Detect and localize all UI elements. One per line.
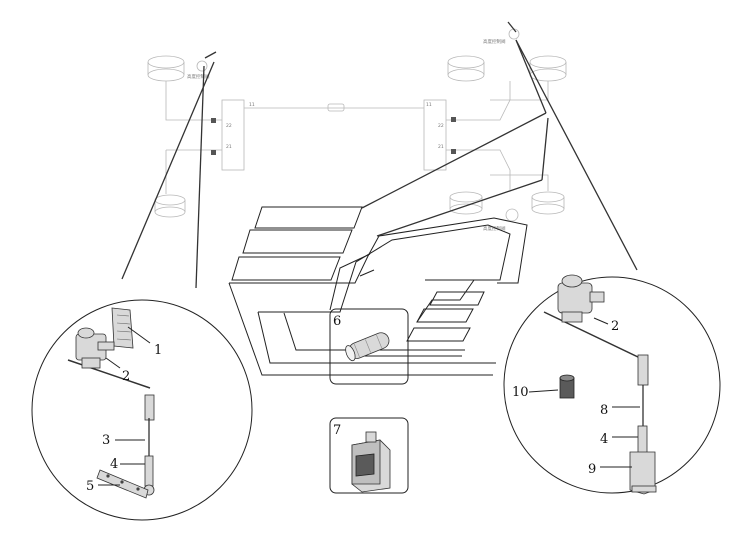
callout-1: 1 — [154, 343, 162, 358]
leader — [105, 357, 121, 369]
air-schematic: 22 21 11 22 21 11 高度控制阀 高度控制阀 高度控制阀 — [147, 28, 567, 232]
callout-2: 2 — [122, 369, 130, 384]
valve-block-right — [423, 99, 447, 171]
port-label: 11 — [249, 102, 255, 108]
bracket-part-1[interactable] — [111, 307, 134, 349]
port-label: 22 — [438, 123, 444, 129]
right-detail-view[interactable]: 2 10 8 4 9 — [503, 274, 721, 495]
port-label: 22 — [226, 123, 232, 129]
mounting-plate-part-5[interactable] — [96, 469, 149, 499]
callout-8: 8 — [600, 403, 608, 418]
leader — [593, 317, 609, 325]
callout-9: 9 — [588, 462, 596, 477]
detail-box-6-frame — [329, 308, 409, 385]
valve-block-left — [221, 99, 245, 171]
port-marker — [211, 118, 216, 123]
height-valve-part-2-right[interactable] — [543, 274, 641, 359]
air-spring-bottom-right-b — [531, 191, 565, 215]
port-marker — [211, 150, 216, 155]
air-spring-bottom-left — [154, 194, 186, 218]
detail-box-7[interactable]: 7 — [329, 417, 409, 494]
linkage-rod[interactable] — [143, 394, 155, 496]
leader — [528, 389, 559, 393]
port-marker — [451, 149, 456, 154]
valve-label: 高度控制阀 — [483, 38, 506, 45]
left-detail-view[interactable]: 1 2 3 4 5 — [31, 299, 253, 521]
sleeve-part-6[interactable] — [344, 330, 392, 362]
detail-box-6[interactable]: 6 — [329, 308, 409, 385]
height-valve-part-2[interactable] — [67, 327, 151, 389]
port-marker — [451, 117, 456, 122]
callout-4-right: 4 — [600, 432, 608, 447]
callout-6: 6 — [333, 314, 341, 329]
air-spring-bottom-right-a — [449, 191, 483, 215]
air-spring-top-right-a — [447, 55, 485, 82]
port-label: 11 — [426, 102, 432, 108]
leader — [127, 326, 151, 344]
port-label: 21 — [226, 144, 232, 150]
right-detail-circle — [503, 276, 721, 494]
callout-5: 5 — [86, 479, 94, 494]
callout-10: 10 — [512, 385, 529, 400]
callout-4: 4 — [110, 457, 118, 472]
valve-label: 高度控制阀 — [187, 73, 210, 80]
left-detail-circle — [31, 299, 253, 521]
inline-filter — [327, 103, 345, 112]
linkage-rod-right[interactable] — [637, 354, 649, 455]
callout-7: 7 — [333, 423, 341, 438]
air-spring-top-left — [147, 55, 185, 82]
port-label: 21 — [438, 144, 444, 150]
bracket-part-7[interactable] — [351, 431, 391, 493]
valve-symbol — [196, 60, 208, 72]
valve-symbol — [505, 208, 519, 222]
bracket-part-9-right[interactable] — [629, 451, 657, 495]
callout-2-right: 2 — [611, 319, 619, 334]
leader-lines — [121, 21, 638, 289]
chassis-frame — [228, 206, 528, 376]
callout-3: 3 — [102, 433, 110, 448]
bushing-part-10[interactable] — [559, 374, 575, 399]
valve-label: 高度控制阀 — [483, 225, 506, 232]
detail-box-7-frame — [329, 417, 409, 494]
